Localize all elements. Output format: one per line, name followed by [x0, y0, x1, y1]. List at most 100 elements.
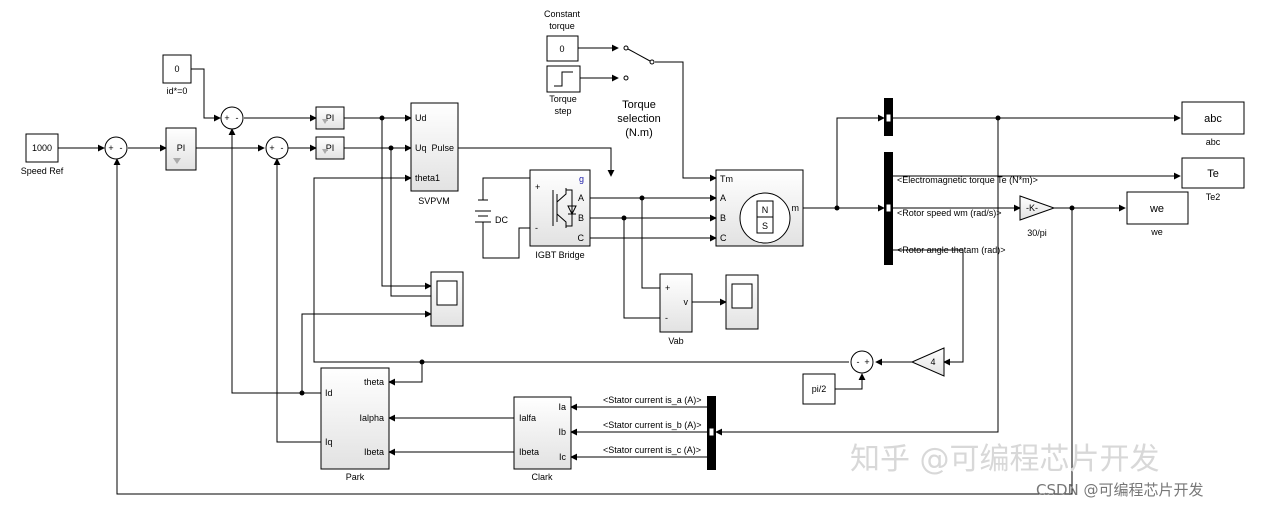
svg-text:-K-: -K- [1026, 203, 1038, 213]
svg-text:Uq: Uq [415, 143, 427, 153]
svg-text:Torque: Torque [549, 94, 577, 104]
svg-text:Park: Park [346, 472, 365, 482]
svg-text:A: A [578, 193, 584, 203]
svg-text:Constant: Constant [544, 9, 581, 19]
gain-30-over-pi[interactable]: -K- 30/pi [1019, 195, 1056, 238]
pi-over-2-block[interactable]: pi/2 [802, 373, 836, 405]
svg-text:N: N [762, 205, 769, 215]
svg-text:Ia: Ia [558, 402, 566, 412]
svg-text:-: - [535, 223, 538, 233]
svg-text:-: - [120, 143, 123, 153]
gain-pole-pairs[interactable]: 4 [910, 347, 945, 377]
goto-te[interactable]: Te Te2 [1181, 157, 1245, 202]
demux-bar-abc[interactable] [884, 98, 893, 136]
svg-text:B: B [720, 213, 726, 223]
svg-text:Ib: Ib [558, 427, 566, 437]
id-ref-block[interactable]: 0 id*=0 [162, 54, 192, 96]
svg-text:<Rotor speed wm (rad/s)>: <Rotor speed wm (rad/s)> [897, 208, 1002, 218]
sum-block-theta[interactable]: - + [850, 350, 874, 374]
svg-text:Pulse: Pulse [431, 143, 454, 153]
goto-abc[interactable]: abc abc [1181, 101, 1245, 147]
svg-text:Ibeta: Ibeta [364, 447, 384, 457]
pmsm-motor[interactable]: Tm A B C m N S [715, 169, 804, 247]
pi-controller-id[interactable]: PI [315, 106, 345, 130]
pi-controller-iq[interactable]: PI [315, 136, 345, 160]
scope-current[interactable] [430, 271, 464, 327]
svg-text:abc: abc [1206, 137, 1221, 147]
svg-text:<Stator current is_b (A)>: <Stator current is_b (A)> [603, 420, 702, 430]
svg-text:B: B [578, 213, 584, 223]
svg-text:+: + [269, 143, 274, 153]
svg-text:(N.m): (N.m) [625, 127, 653, 139]
svg-text:+: + [864, 357, 869, 367]
svg-text:1000: 1000 [32, 143, 52, 153]
svg-text:+: + [224, 113, 229, 123]
svg-text:torque: torque [549, 21, 575, 31]
svg-text:S: S [762, 221, 768, 231]
park-transform[interactable]: theta Ialpha Ibeta Id Iq Park [320, 367, 390, 482]
vab-voltage-measurement[interactable]: + - v Vab [659, 273, 693, 346]
svg-text:-: - [665, 313, 668, 323]
bus-selector-bar[interactable]: <Electromagnetic torque Te (N*m)> <Rotor… [884, 152, 1038, 265]
speed-ref-block[interactable]: 1000 Speed Ref [21, 133, 64, 176]
goto-we[interactable]: we we [1126, 191, 1189, 237]
sum-block-id[interactable]: + - [220, 106, 244, 130]
svg-text:id*=0: id*=0 [167, 86, 188, 96]
torque-step-block[interactable]: Torque step [546, 65, 581, 116]
svg-text:Te2: Te2 [1206, 192, 1221, 202]
torque-selection-switch[interactable]: Torque selection (N.m) [617, 45, 661, 139]
svg-text:-: - [281, 143, 284, 153]
svg-text:0: 0 [174, 64, 179, 74]
svg-text:Clark: Clark [531, 472, 553, 482]
csdn-watermark: CSDN @可编程芯片开发 [1036, 481, 1204, 499]
svg-text:Iq: Iq [325, 437, 333, 447]
svg-text:<Rotor angle thetam (rad)>: <Rotor angle thetam (rad)> [897, 245, 1006, 255]
svg-text:PI: PI [326, 143, 335, 153]
svg-text:Vab: Vab [668, 336, 683, 346]
svg-text:DC: DC [495, 215, 508, 225]
svg-text:+: + [665, 283, 670, 293]
svg-text:C: C [578, 233, 585, 243]
svg-text:selection: selection [617, 113, 660, 125]
svg-text:m: m [792, 203, 800, 213]
wires [58, 44, 1181, 495]
dc-source[interactable]: DC [475, 199, 508, 225]
svg-text:Tm: Tm [720, 174, 733, 184]
scope-voltage[interactable] [725, 274, 759, 330]
svg-text:pi/2: pi/2 [812, 384, 827, 394]
current-bus-bar[interactable]: <Stator current is_a (A)> <Stator curren… [603, 395, 716, 470]
svg-text:PI: PI [326, 113, 335, 123]
svg-text:Torque: Torque [622, 99, 656, 111]
svg-text:Ialfa: Ialfa [519, 413, 536, 423]
sum-block-speed[interactable]: + - [104, 136, 128, 160]
svg-text:IGBT Bridge: IGBT Bridge [535, 250, 584, 260]
svg-text:Ud: Ud [415, 113, 427, 123]
svg-text:30/pi: 30/pi [1027, 228, 1047, 238]
svg-text:+: + [535, 182, 540, 192]
svg-text:step: step [554, 106, 571, 116]
svpvm-block[interactable]: Ud Uq theta1 Pulse SVPVM [410, 102, 459, 206]
svg-text:Speed Ref: Speed Ref [21, 166, 64, 176]
svg-text:4: 4 [930, 357, 935, 367]
svg-text:Ic: Ic [559, 452, 567, 462]
svg-text:theta: theta [364, 377, 384, 387]
svg-text:SVPVM: SVPVM [418, 196, 450, 206]
svg-text:C: C [720, 233, 727, 243]
svg-text:Ialpha: Ialpha [359, 413, 384, 423]
svg-text:<Stator current is_a (A)>: <Stator current is_a (A)> [603, 395, 702, 405]
svg-text:we: we [1150, 227, 1163, 237]
svg-text:A: A [720, 193, 726, 203]
pi-controller-speed[interactable]: PI [165, 127, 197, 171]
svg-text:<Stator current is_c (A)>: <Stator current is_c (A)> [603, 445, 701, 455]
svg-text:v: v [684, 297, 689, 307]
constant-torque-block[interactable]: Constant torque 0 [544, 9, 581, 62]
svg-text:Id: Id [325, 388, 333, 398]
clark-transform[interactable]: Ia Ib Ic Ialfa Ibeta Clark [513, 396, 572, 482]
svg-text:Ibeta: Ibeta [519, 447, 539, 457]
svg-text:-: - [857, 357, 860, 367]
igbt-bridge[interactable]: g A B C + - IGBT Bridge [529, 169, 591, 260]
svg-text:we: we [1149, 203, 1164, 215]
sum-block-iq[interactable]: + - [265, 136, 289, 160]
svg-text:-: - [236, 113, 239, 123]
